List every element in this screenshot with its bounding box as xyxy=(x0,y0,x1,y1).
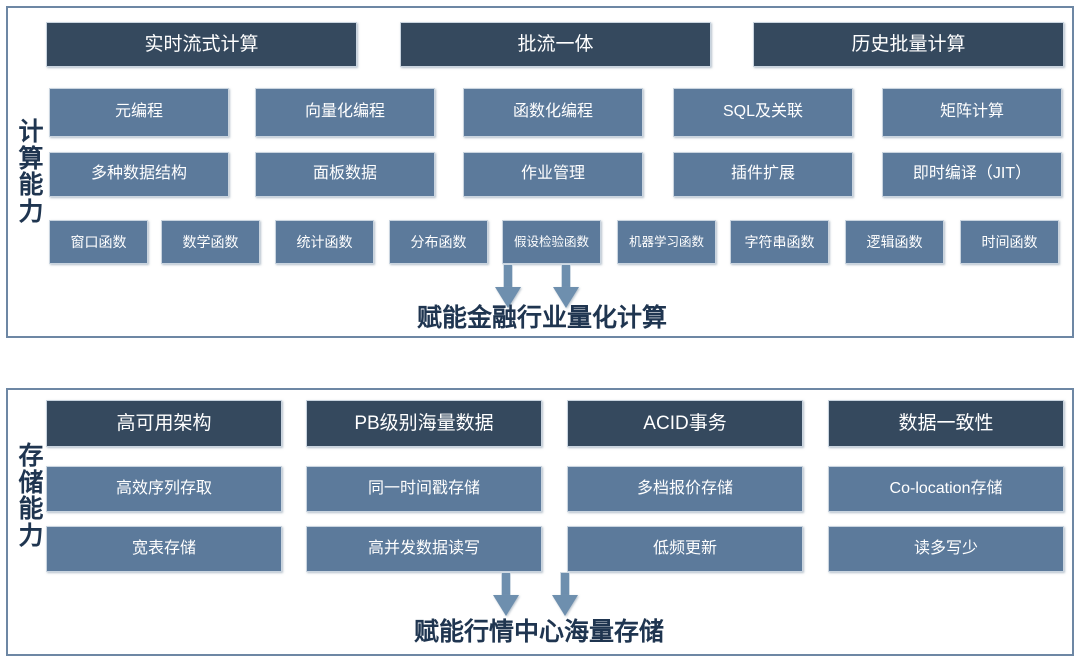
storage-side-label: 存 储 能 力 xyxy=(10,412,52,580)
storage-feature-box[interactable]: 低频更新 xyxy=(567,526,803,572)
storage-feature-box[interactable]: 同一时间戳存储 xyxy=(306,466,542,512)
storage-side-label-char: 存 xyxy=(18,442,44,470)
compute-function-box[interactable]: 逻辑函数 xyxy=(845,220,944,264)
compute-side-label-char: 能 xyxy=(18,171,44,199)
storage-feature-box[interactable]: 高并发数据读写 xyxy=(306,526,542,572)
compute-capability-box[interactable]: 向量化编程 xyxy=(255,88,435,137)
storage-feature-box[interactable]: 宽表存储 xyxy=(46,526,282,572)
compute-capability-box[interactable]: 元编程 xyxy=(49,88,229,137)
compute-function-box[interactable]: 字符串函数 xyxy=(730,220,829,264)
compute-header-box[interactable]: 实时流式计算 xyxy=(46,22,357,67)
compute-function-box[interactable]: 数学函数 xyxy=(161,220,260,264)
compute-header-box[interactable]: 历史批量计算 xyxy=(753,22,1064,67)
storage-side-label-char: 力 xyxy=(18,521,44,550)
down-arrow-icon xyxy=(495,264,521,308)
compute-side-label-char: 计 xyxy=(18,118,44,146)
storage-side-label-char: 能 xyxy=(18,495,44,523)
storage-side-label-char: 储 xyxy=(18,468,44,497)
compute-capability-box[interactable]: 插件扩展 xyxy=(673,152,853,197)
storage-header-box[interactable]: PB级别海量数据 xyxy=(306,400,542,447)
compute-capability-box[interactable]: 函数化编程 xyxy=(463,88,643,137)
down-arrow-icon xyxy=(493,572,519,616)
storage-feature-box[interactable]: Co-location存储 xyxy=(828,466,1064,512)
compute-header-box[interactable]: 批流一体 xyxy=(400,22,711,67)
compute-function-box[interactable]: 机器学习函数 xyxy=(617,220,716,264)
down-arrow-icon xyxy=(553,264,579,308)
compute-function-box[interactable]: 分布函数 xyxy=(389,220,488,264)
compute-caption: 赋能金融行业量化计算 xyxy=(417,304,668,332)
compute-capability-box[interactable]: 即时编译（JIT） xyxy=(882,152,1062,197)
storage-header-box[interactable]: ACID事务 xyxy=(567,400,803,447)
compute-capability-box[interactable]: 面板数据 xyxy=(255,152,435,197)
down-arrow-icon xyxy=(552,572,578,616)
compute-function-box[interactable]: 统计函数 xyxy=(275,220,374,264)
compute-capability-box[interactable]: 矩阵计算 xyxy=(882,88,1062,137)
storage-feature-box[interactable]: 多档报价存储 xyxy=(567,466,803,512)
compute-side-label-char: 算 xyxy=(18,144,44,173)
storage-feature-box[interactable]: 高效序列存取 xyxy=(46,466,282,512)
compute-capability-box[interactable]: 作业管理 xyxy=(463,152,643,197)
storage-caption: 赋能行情中心海量存储 xyxy=(414,618,665,646)
compute-capability-box[interactable]: SQL及关联 xyxy=(673,88,853,137)
storage-header-box[interactable]: 高可用架构 xyxy=(46,400,282,447)
compute-function-box[interactable]: 时间函数 xyxy=(960,220,1059,264)
storage-feature-box[interactable]: 读多写少 xyxy=(828,526,1064,572)
storage-header-box[interactable]: 数据一致性 xyxy=(828,400,1064,447)
compute-side-label: 计 算 能 力 xyxy=(10,72,52,272)
compute-side-label-char: 力 xyxy=(18,197,44,226)
compute-function-box[interactable]: 窗口函数 xyxy=(49,220,148,264)
compute-capability-box[interactable]: 多种数据结构 xyxy=(49,152,229,197)
compute-function-box[interactable]: 假设检验函数 xyxy=(502,220,601,264)
